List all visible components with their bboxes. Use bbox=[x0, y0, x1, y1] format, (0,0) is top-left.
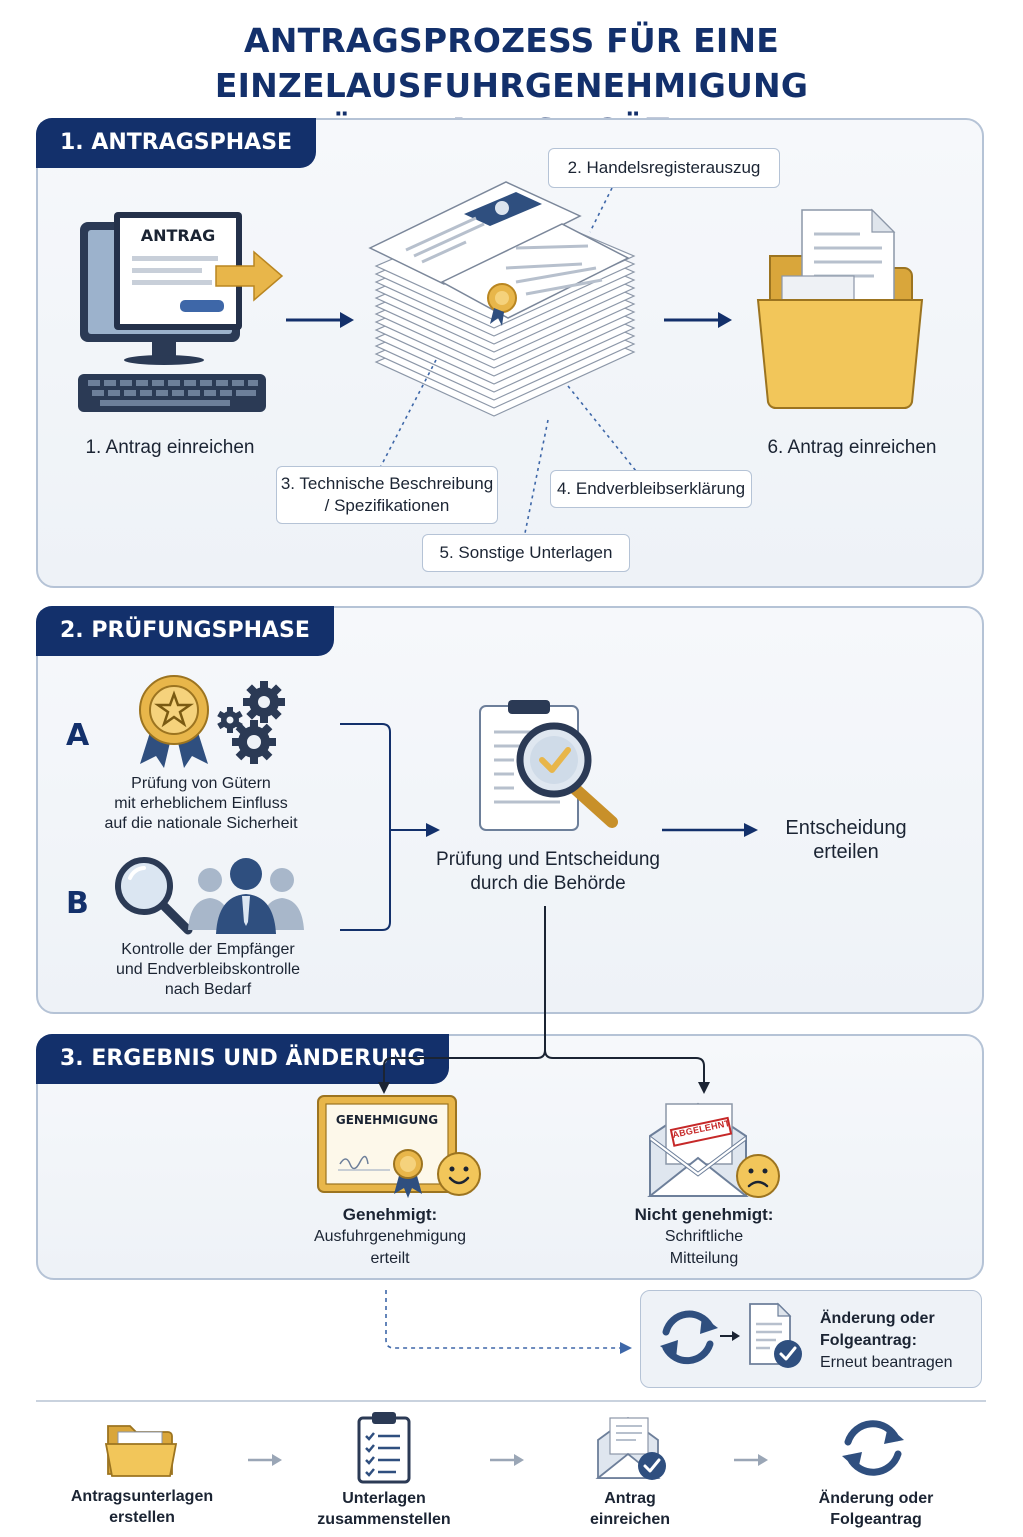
clipboard-icon bbox=[357, 1412, 411, 1484]
medal-icon bbox=[139, 675, 209, 768]
doc-box-endverbleib: 4. Endverbleibserklärung bbox=[550, 470, 752, 508]
arrow-right-icon bbox=[664, 312, 732, 328]
folder-icon bbox=[104, 1425, 178, 1477]
bottom-step-4-label: Änderung oder Folgeantrag bbox=[818, 1490, 934, 1528]
document-callout-lines bbox=[379, 187, 641, 539]
phase-3-panel: 3. ERGEBNIS UND ÄNDERUNG bbox=[36, 1034, 984, 1280]
bottom-step-1-label: Antragsunterlagen erstellen bbox=[70, 1488, 214, 1526]
bottom-step-2-label: Unterlagen zusammenstellen bbox=[317, 1490, 451, 1528]
point-b-description: Kontrolle der Empfänger und Endverbleibs… bbox=[115, 941, 301, 998]
doc-box-sonstige: 5. Sonstige Unterlagen bbox=[422, 534, 630, 572]
antrag-screen-heading: ANTRAG bbox=[140, 226, 216, 245]
bottom-separator bbox=[36, 1400, 986, 1402]
computer-label: 1. Antrag einreichen bbox=[85, 437, 255, 458]
split-connector bbox=[378, 906, 710, 1094]
refresh-icon bbox=[660, 1310, 718, 1365]
folder-icon bbox=[756, 208, 924, 409]
certificate-heading: GENEHMIGUNG bbox=[335, 1113, 439, 1127]
title-line-1: ANTRAGSPROZESS FÜR EINE EINZELAUSFUHRGEN… bbox=[214, 21, 809, 105]
gears-icon bbox=[217, 681, 285, 764]
arrow-small-icon bbox=[720, 1331, 740, 1341]
computer-icon bbox=[78, 212, 284, 412]
certificate-icon bbox=[317, 1095, 481, 1198]
point-a-description: Prüfung von Gütern mit erheblichem Einfl… bbox=[104, 775, 298, 832]
change-description: Änderung oder Folgeantrag: Erneut beantr… bbox=[820, 1310, 953, 1371]
envelope-check-icon bbox=[595, 1416, 666, 1480]
point-a-letter: A bbox=[66, 718, 90, 753]
people-icon bbox=[188, 858, 304, 934]
doc-box-handelsregister: 2. Handelsregisterauszug bbox=[548, 148, 780, 188]
document-check-icon bbox=[749, 1302, 802, 1368]
merge-bracket-arrow bbox=[340, 723, 440, 931]
phase-3-tab: 3. ERGEBNIS UND ÄNDERUNG bbox=[36, 1034, 450, 1084]
decision-label: Entscheidung erteilen bbox=[785, 817, 907, 863]
change-dashed-arrow bbox=[385, 1290, 632, 1354]
arrow-right-icon bbox=[286, 312, 354, 328]
refresh-icon bbox=[842, 1420, 904, 1476]
folder-label: 6. Antrag einreichen bbox=[767, 437, 937, 458]
step-arrow-icon bbox=[248, 1454, 282, 1466]
document-stack-icon bbox=[368, 181, 636, 417]
approved-description: Genehmigt: Ausfuhrgenehmigung erteilt bbox=[313, 1205, 467, 1267]
bottom-step-3-label: Antrag einreichen bbox=[589, 1490, 671, 1528]
review-clipboard-icon bbox=[479, 700, 618, 831]
step-arrow-icon bbox=[734, 1454, 768, 1466]
change-box bbox=[640, 1290, 982, 1388]
point-b-letter: B bbox=[66, 886, 89, 921]
magnifier-icon bbox=[115, 857, 193, 935]
rejected-envelope-icon bbox=[647, 1102, 780, 1198]
rejected-description: Nicht genehmigt: Schriftliche Mitteilung bbox=[634, 1205, 774, 1267]
review-label: Prüfung und Entscheidung durch die Behör… bbox=[436, 849, 660, 894]
phase-2-tab: 2. PRÜFUNGSPHASE bbox=[36, 606, 334, 656]
phase-1-tab: 1. ANTRAGSPHASE bbox=[36, 118, 317, 168]
step-arrow-icon bbox=[490, 1454, 524, 1466]
doc-box-technische-beschreibung: 3. Technische Beschreibung / Spezifikati… bbox=[276, 466, 498, 524]
arrow-right-icon bbox=[662, 823, 758, 837]
